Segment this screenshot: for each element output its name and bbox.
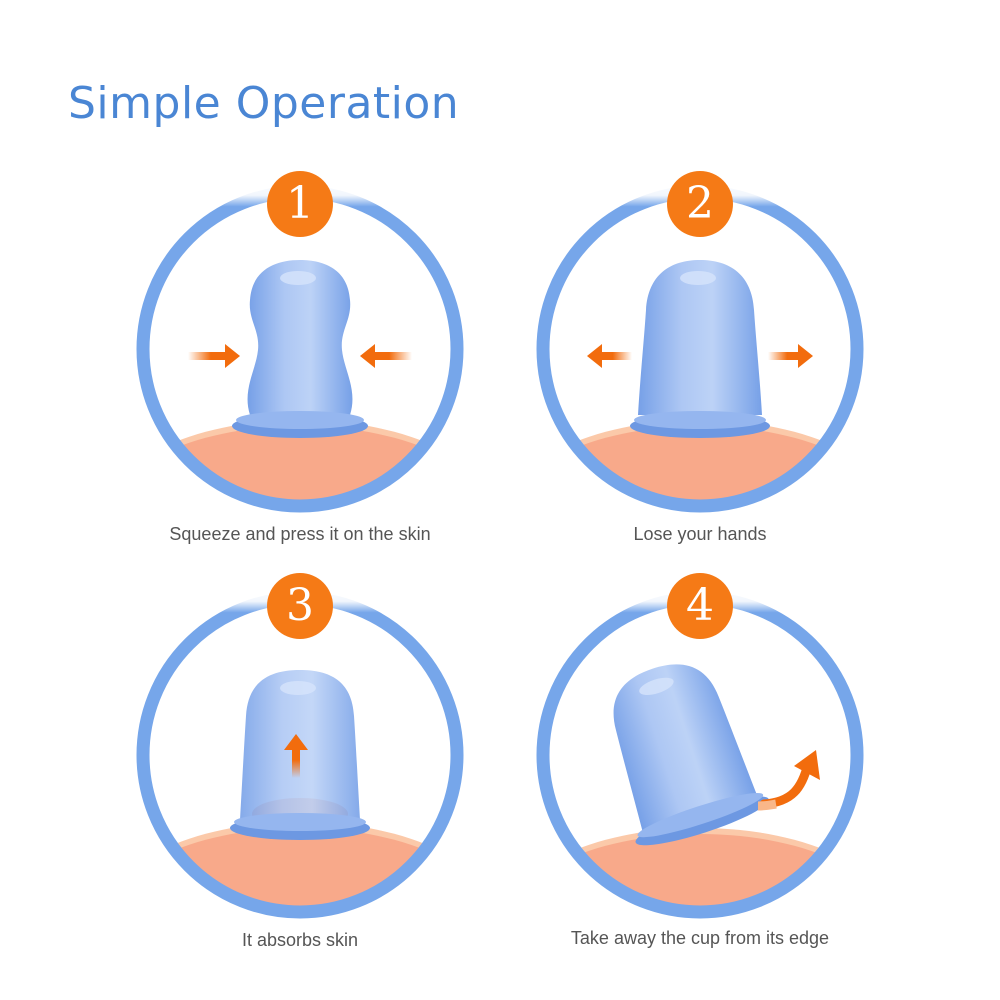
step-1-illustration [136, 171, 464, 513]
step-4: 4 Take away the cup from its edge [530, 566, 870, 966]
cup-icon [232, 260, 368, 438]
step-4-illustration [536, 573, 864, 919]
cup-icon [613, 664, 769, 846]
step-caption: Squeeze and press it on the skin [169, 524, 431, 544]
step-badge [667, 171, 733, 237]
step-badge [267, 573, 333, 639]
step-2-illustration [536, 171, 864, 513]
step-3: 3 It absorbs skin [130, 566, 470, 966]
step-caption: It absorbs skin [241, 930, 359, 950]
step-number: 4 [686, 580, 714, 631]
step-caption: Lose your hands [633, 524, 767, 544]
curved-arrow-icon [757, 750, 820, 811]
step-caption: Take away the cup from its edge [570, 928, 830, 948]
step-badge [667, 573, 733, 639]
cup-icon [630, 260, 770, 438]
arrow-right-icon [768, 344, 813, 368]
step-2: 2 Lose your hands [530, 160, 870, 560]
arrow-up-icon [284, 734, 308, 778]
step-number: 2 [686, 178, 714, 229]
step-1: 1 Squeeze and press it on the skin [130, 160, 470, 560]
arrow-left-icon [360, 344, 412, 368]
page-title: Simple Operation [68, 78, 460, 129]
step-number: 1 [286, 178, 314, 229]
arrow-left-icon [587, 344, 632, 368]
step-number: 3 [286, 580, 314, 631]
step-badge [267, 171, 333, 237]
arrow-right-icon [188, 344, 240, 368]
step-3-illustration [136, 573, 464, 919]
